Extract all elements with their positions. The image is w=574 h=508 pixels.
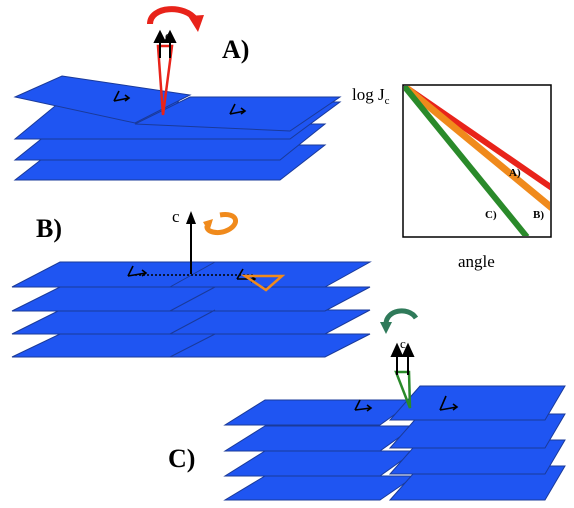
- panel-c-stack: c C): [168, 308, 566, 501]
- panel-c-rotation-arrowhead: [380, 322, 392, 334]
- inset-line-c: [404, 86, 530, 236]
- inset-xlabel: angle: [458, 252, 495, 271]
- panel-c-left-layer-3: [223, 450, 417, 477]
- inset-curve-b-label: B): [533, 209, 544, 221]
- panel-b-layer-3: [11, 309, 371, 335]
- panel-c-left-layer-4: [223, 475, 417, 501]
- panel-a-c-label: c: [165, 28, 171, 43]
- panel-c-label: C): [168, 444, 195, 473]
- panel-b-layer-2: [11, 286, 371, 312]
- panel-b-axes-left: [127, 265, 148, 277]
- inset-curve-c-label: C): [485, 209, 497, 221]
- panel-a-top-left-plate: [13, 75, 192, 124]
- panel-c-c-arrows: [390, 342, 415, 375]
- panel-b-boundary-4: [169, 333, 216, 358]
- panel-b-c-label: c: [172, 207, 180, 226]
- panel-b-stack: c B): [11, 207, 372, 358]
- inset-ylabel-main: log J: [352, 85, 385, 104]
- inset-line-b: [404, 86, 550, 211]
- panel-a-rotation-arrowhead: [188, 15, 204, 32]
- panel-c-left-layer-1: [223, 399, 417, 426]
- panel-b-rotation-arrowhead: [203, 219, 213, 232]
- panel-b-c-arrowhead: [186, 211, 196, 224]
- panel-c-axes-left: [354, 399, 373, 412]
- panel-a-c-arrows: [153, 29, 177, 58]
- inset-curve-a-label: A): [509, 167, 521, 179]
- panel-c-axes-right: [439, 395, 459, 411]
- panel-c-rotation-arrow-icon: [383, 308, 419, 325]
- panel-a-label: A): [222, 35, 249, 64]
- panel-c-c-label: c: [400, 336, 406, 351]
- panel-a-axes-right: [229, 103, 247, 115]
- panel-b-label: B): [36, 214, 62, 243]
- inset-ylabel: log Jc: [352, 85, 390, 107]
- panel-c-left-layer-2: [223, 425, 417, 452]
- panel-a-axes-left: [113, 90, 131, 102]
- panel-b-boundary-3: [169, 309, 216, 335]
- panel-c-right-layer-1: [388, 385, 566, 421]
- panel-c-green-cone: [394, 370, 412, 409]
- inset-ylabel-sub: c: [385, 95, 390, 107]
- panel-b-layer-4: [11, 333, 371, 358]
- panel-a-stack: c A): [13, 6, 342, 181]
- panel-b-boundary-2: [169, 286, 216, 312]
- panel-a-red-cone: [156, 44, 174, 116]
- panel-a-top-right-plate: [134, 96, 342, 132]
- panel-b-orange-wedge: [240, 274, 286, 292]
- inset-plot: A) B) C) log Jc angle: [352, 84, 552, 271]
